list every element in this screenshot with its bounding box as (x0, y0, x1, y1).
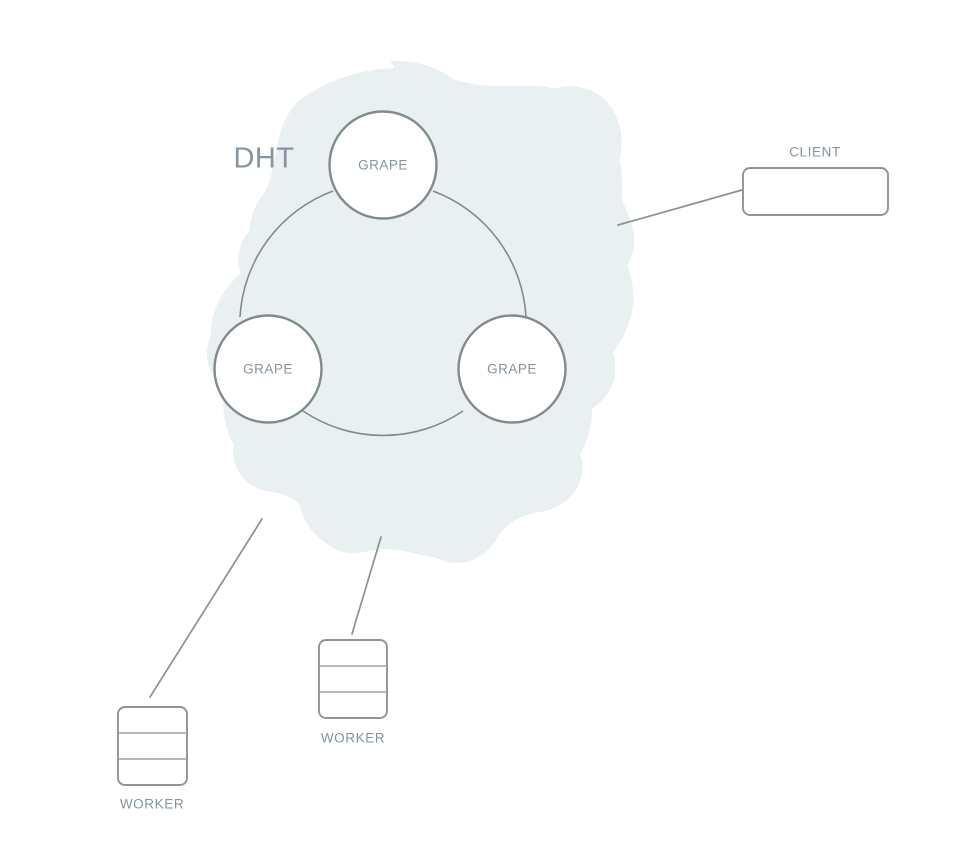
worker-node-middle[interactable]: WORKER (318, 639, 388, 746)
worker-left-label: WORKER (120, 797, 184, 812)
client-label: CLIENT (789, 145, 841, 160)
dht-cloud-shape-overlay (210, 68, 634, 558)
grape-node-label-left: GRAPE (243, 362, 293, 377)
worker-node-left[interactable]: WORKER (117, 706, 188, 812)
worker-left-box[interactable] (117, 706, 188, 786)
node-grape-right[interactable]: GRAPE (457, 314, 567, 424)
worker-middle-label: WORKER (321, 731, 385, 746)
dht-ring-arcs (239, 190, 527, 437)
link-line-worker-left[interactable] (149, 518, 263, 698)
ring-arc-top-left (239, 190, 334, 318)
grape-node-label-top: GRAPE (358, 158, 408, 173)
dht-cloud-label: DHT (233, 143, 294, 175)
dht-cloud-group[interactable]: DHT (206, 60, 635, 564)
node-grape-top[interactable]: GRAPE (328, 110, 438, 220)
link-line-worker-middle[interactable] (351, 536, 382, 635)
grape-node-circle-left[interactable] (213, 314, 323, 424)
grape-node-label-right: GRAPE (487, 362, 537, 377)
worker-middle-box[interactable] (318, 639, 388, 719)
connector-lines (149, 189, 743, 698)
node-grape-left[interactable]: GRAPE (213, 314, 323, 424)
client-box[interactable] (742, 167, 889, 216)
link-line-client[interactable] (617, 189, 743, 226)
grape-node-circle-top[interactable] (328, 110, 438, 220)
ring-arc-top-right (432, 190, 527, 318)
ring-arc-bottom (302, 410, 464, 437)
client-node[interactable]: CLIENT (742, 145, 889, 216)
grape-node-circle-right[interactable] (457, 314, 567, 424)
